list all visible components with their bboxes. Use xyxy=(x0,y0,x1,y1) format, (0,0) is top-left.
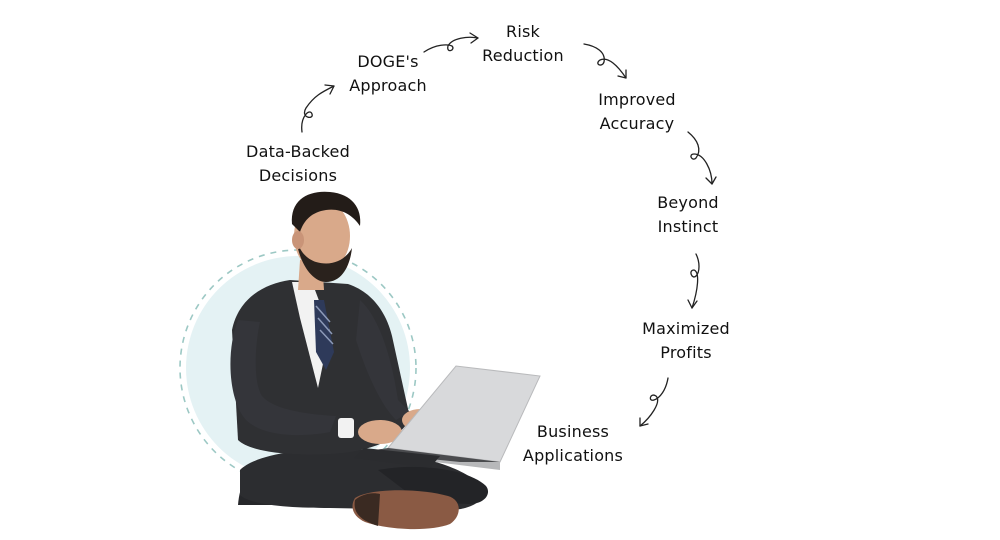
step-line-1: Data-Backed xyxy=(246,142,350,161)
step-beyond-instinct: Beyond Instinct xyxy=(657,191,719,239)
step-line-2: Reduction xyxy=(482,46,564,65)
step-improved-accuracy: Improved Accuracy xyxy=(598,88,676,136)
step-line-2: Profits xyxy=(660,343,712,362)
step-line-2: Instinct xyxy=(657,217,719,236)
step-line-2: Decisions xyxy=(258,166,338,185)
step-line-2: Approach xyxy=(349,76,427,95)
step-data-backed-decisions: Data-Backed Decisions xyxy=(246,140,350,188)
step-line-1: DOGE's xyxy=(357,52,419,71)
step-line-1: Business xyxy=(536,422,610,441)
step-line-1: Beyond xyxy=(657,193,719,212)
step-line-1: Improved xyxy=(598,90,676,109)
step-line-2: Applications xyxy=(522,446,624,465)
step-business-applications: Business Applications xyxy=(523,420,623,468)
step-doges-approach: DOGE's Approach xyxy=(349,50,427,98)
step-line-2: Accuracy xyxy=(599,114,675,133)
step-line-1: Risk xyxy=(506,22,540,41)
step-risk-reduction: Risk Reduction xyxy=(482,20,564,68)
step-line-1: Maximized xyxy=(642,319,730,338)
step-maximized-profits: Maximized Profits xyxy=(642,317,730,365)
